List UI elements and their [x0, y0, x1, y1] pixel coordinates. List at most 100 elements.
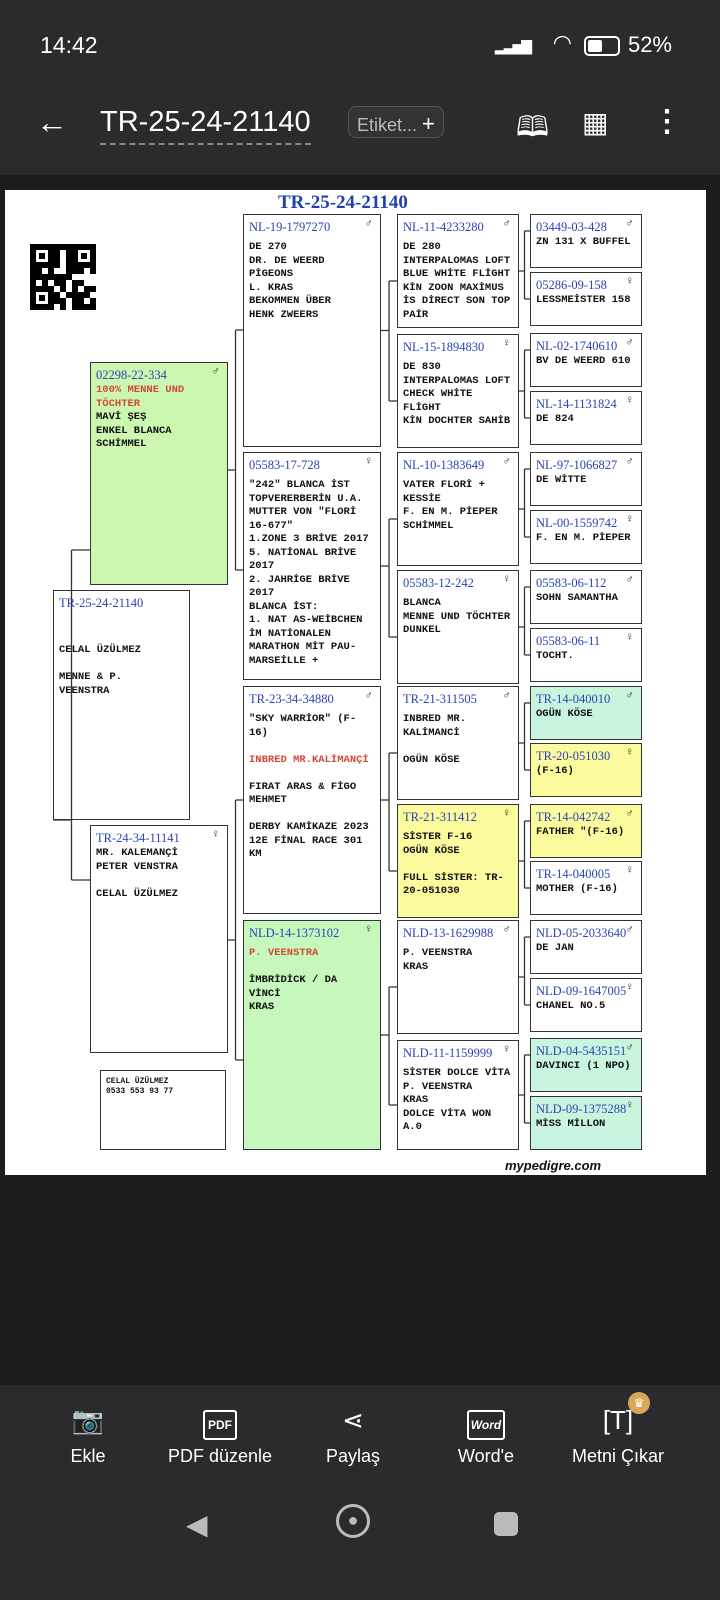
pedigree-box-ds[interactable]: TR-23-34-34880♂"SKY WARRİOR" (F-16) INBR…: [243, 686, 381, 914]
ring-number: TR-14-040005: [536, 867, 611, 881]
ring-number: NL-14-1131824: [536, 397, 617, 411]
nav-home-icon[interactable]: ●: [336, 1504, 370, 1538]
ring-number: 05286-09-158: [536, 278, 607, 292]
box-text-line: MAVİ ŞEŞ: [96, 411, 147, 423]
pedigree-box-g14[interactable]: NLD-09-1647005♀CHANEL NO.5: [530, 978, 642, 1032]
add-tag-button[interactable]: Etiket... +: [348, 106, 444, 138]
share-icon: ⋖: [342, 1405, 364, 1435]
bottom-action-bar: [0, 1385, 720, 1600]
female-icon: ♀: [626, 395, 633, 407]
pedigree-box-g9[interactable]: TR-14-040010♂OGÜN KÖSE: [530, 686, 642, 740]
back-arrow-icon[interactable]: ←: [36, 104, 68, 140]
box-text-line: LESSMEİSTER 158: [536, 294, 631, 306]
ring-number: TR-21-311505: [403, 692, 477, 706]
box-text-line: SOHN SAMANTHA: [536, 592, 618, 604]
pedigree-box-dss[interactable]: TR-21-311505♂INBRED MR. KALİMANCİ OGÜN K…: [397, 686, 519, 800]
word-icon: Word: [421, 1400, 551, 1440]
ring-number: TR-25-24-21140: [59, 596, 144, 610]
share-button[interactable]: ⋖Paylaş: [288, 1400, 418, 1467]
male-icon: ♂: [503, 456, 510, 468]
pedigree-box-g2[interactable]: 05286-09-158♀LESSMEİSTER 158: [530, 272, 642, 326]
pedigree-box-g11[interactable]: TR-14-042742♂FATHER "(F-16): [530, 804, 642, 858]
box-text-line: SCHİMMEL: [96, 438, 147, 450]
ring-number: NLD-09-1647005: [536, 984, 627, 998]
box-text-line: DE 280: [403, 241, 441, 253]
box-text-line: ZN 131 X BUFFEL: [536, 236, 631, 248]
nav-recents-icon[interactable]: [494, 1512, 518, 1536]
female-icon: ♀: [503, 1044, 510, 1056]
ring-number: TR-14-040010: [536, 692, 611, 706]
male-icon: ♂: [365, 690, 372, 702]
box-text-line: INBRED MR. KALİMANCİ: [403, 713, 473, 739]
female-icon: ♀: [503, 574, 510, 586]
box-text-line: OGÜN KÖSE: [403, 844, 460, 857]
box-text-line: 0533 553 93 77: [106, 1087, 174, 1096]
pdf-icon: PDF: [155, 1400, 285, 1440]
pedigree-box-g16[interactable]: NLD-09-1375288♀MİSS MİLLON: [530, 1096, 642, 1150]
female-icon: ♀: [626, 514, 633, 526]
pedigree-box-sd[interactable]: 05583-17-728♀"242" BLANCA İST TOPVERERBE…: [243, 452, 381, 680]
camera-add-icon: 📷: [71, 1405, 105, 1435]
grid-view-icon[interactable]: ▦: [582, 107, 609, 138]
pedigree-box-g15[interactable]: NLD-04-5435151♂DAVINCI (1 NPO): [530, 1038, 642, 1092]
box-text-line: CELAL ÜZÜLMEZ: [106, 1077, 169, 1086]
box-text-line: "242" BLANCA İST TOPVERERBERİN U.A. MUTT…: [249, 479, 369, 532]
box-text-line: BV DE WEERD 610: [536, 355, 631, 367]
pedigree-box-g5[interactable]: NL-97-1066827♂DE WİTTE: [530, 452, 642, 506]
ring-number: 02298-22-334: [96, 368, 167, 382]
pedigree-box-g6[interactable]: NL-00-1559742♀F. EN M. PİEPER: [530, 510, 642, 564]
female-icon: ♀: [626, 747, 633, 759]
more-options-icon[interactable]: ⋮: [652, 105, 682, 138]
ring-number: NLD-05-2033640: [536, 926, 627, 940]
pedigree-box-g4[interactable]: NL-14-1131824♀DE 824: [530, 391, 642, 445]
pedigree-box-subject[interactable]: TR-25-24-21140 CELAL ÜZÜLMEZ MENNE & P. …: [53, 590, 190, 820]
box-text-line: MR. KALEMANÇİ: [96, 847, 178, 859]
pedigree-box-g3[interactable]: NL-02-1740610♂BV DE WEERD 610: [530, 333, 642, 387]
box-text-line: PETER VENSTRA: [96, 860, 178, 873]
pedigree-box-g7[interactable]: 05583-06-112♂SOHN SAMANTHA: [530, 570, 642, 624]
box-text-line: [249, 961, 375, 975]
female-icon: ♀: [365, 924, 372, 936]
pedigree-box-dd[interactable]: NLD-14-1373102♀P. VEENSTRA İMBRİDİCK / D…: [243, 920, 381, 1150]
box-text-line: SİSTER F-16: [403, 831, 473, 843]
box-text-line: MENNE UND TÖCHTER: [403, 610, 511, 623]
pedigree-box-g8[interactable]: 05583-06-11♀TOCHT.: [530, 628, 642, 682]
nav-back-icon[interactable]: ◀: [186, 1509, 208, 1540]
box-text-line: INTERPALOMAS LOFT: [403, 254, 511, 267]
box-text-line: [59, 631, 184, 645]
box-text-line: VATER FLORİ + KESSİE: [403, 479, 492, 505]
box-text-line: HENK ZWEERS: [249, 308, 319, 321]
box-text-line: KİN DOCHTER SAHİB: [403, 415, 511, 427]
box-text-line: 1. NAT AS-WEİBCHEN İM NATİONALEN MARATHO…: [249, 614, 369, 667]
pedigree-box-g10[interactable]: TR-20-051030♀(F-16): [530, 743, 642, 797]
male-icon: ♂: [626, 337, 633, 349]
pedigree-box-g12[interactable]: TR-14-040005♀MOTHER (F-16): [530, 861, 642, 915]
box-text-line: MOTHER (F-16): [536, 883, 618, 895]
pedigree-box-g1[interactable]: 03449-03-428♂ZN 131 X BUFFEL: [530, 214, 642, 268]
document-title[interactable]: TR-25-24-21140: [100, 106, 311, 145]
box-text-line: DOLCE VİTA WON A.0: [403, 1107, 498, 1134]
pedigree-box-g13[interactable]: NLD-05-2033640♂DE JAN: [530, 920, 642, 974]
box-text-line: KRAS: [249, 1001, 275, 1013]
extract-text-button[interactable]: [T]Metni Çıkar: [553, 1400, 683, 1467]
male-icon: ♂: [626, 574, 633, 586]
ring-number: TR-20-051030: [536, 749, 611, 763]
add-button[interactable]: 📷Ekle: [23, 1400, 153, 1467]
male-icon: ♂: [626, 456, 633, 468]
read-mode-icon[interactable]: 🕮: [516, 111, 550, 142]
box-text-line: FIRAT ARAS & FİGO MEHMET: [249, 780, 363, 807]
box-text-line: P. VEENSTRA: [403, 1080, 473, 1093]
